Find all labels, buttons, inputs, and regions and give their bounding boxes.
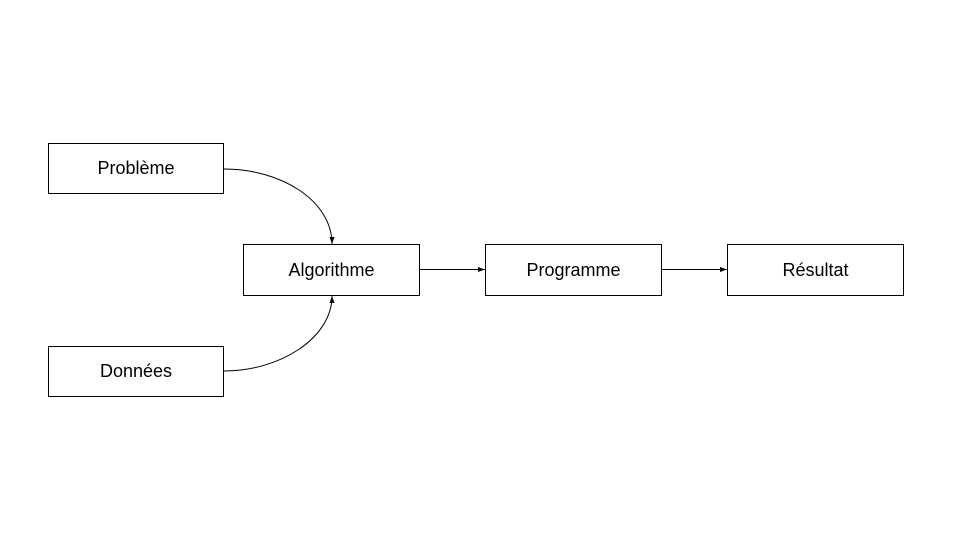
node-label-probleme: Problème [97,158,175,178]
node-label-donnees: Données [99,361,173,381]
node-label-resultat: Résultat [782,259,849,280]
node-algorithme: Algorithme [243,244,420,296]
node-probleme: Problème [48,143,224,194]
node-label-programme: Programme [526,259,621,280]
node-label-algorithme: Algorithme [288,259,375,280]
edge-donnees-to-algorithme [223,295,335,372]
node-resultat: Résultat [727,244,904,296]
edge-probleme-to-algorithme [223,168,335,245]
node-donnees: Données [48,346,224,397]
node-programme: Programme [485,244,662,296]
